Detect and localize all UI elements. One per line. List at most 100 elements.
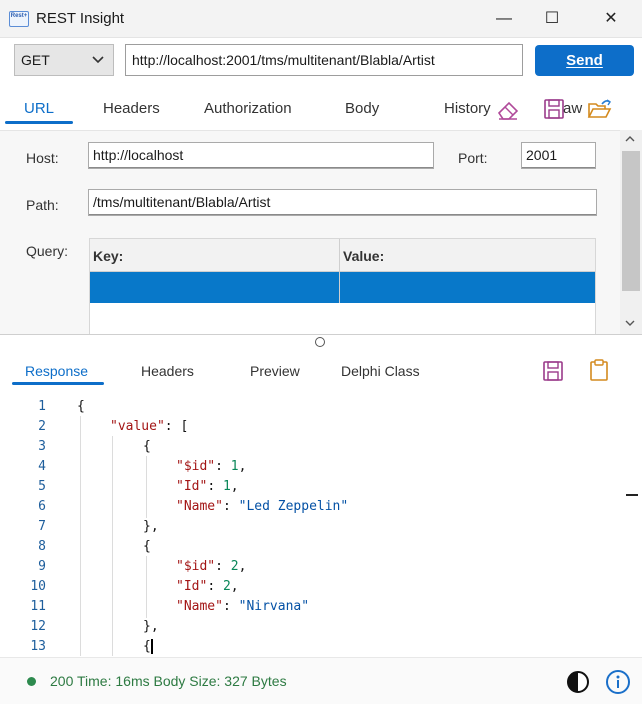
tab-body[interactable]: Body xyxy=(345,100,380,117)
status-bar: 200 Time: 16ms Body Size: 327 Bytes xyxy=(0,657,642,704)
code-token: 2 xyxy=(222,579,231,594)
tab-history[interactable]: History xyxy=(444,100,491,117)
indent-guide xyxy=(80,416,81,656)
window-title: REST Insight xyxy=(36,10,125,27)
send-button[interactable]: Send xyxy=(535,45,634,76)
tab-raw[interactable]: aw xyxy=(563,100,583,117)
text-caret xyxy=(151,639,153,654)
code-token: 1 xyxy=(230,459,239,474)
port-input[interactable]: 2001 xyxy=(521,142,596,169)
code-line: { xyxy=(143,439,151,454)
query-table-row[interactable] xyxy=(90,272,595,303)
query-table[interactable]: Key: Value: xyxy=(89,238,596,338)
code-line: }, xyxy=(143,519,159,534)
host-label: Host: xyxy=(26,150,59,166)
panel-splitter[interactable] xyxy=(0,334,642,348)
query-key-header: Key: xyxy=(93,248,124,264)
active-tab-indicator xyxy=(5,121,73,124)
line-number: 9 xyxy=(38,559,46,574)
editor-minimap-marker xyxy=(626,494,638,496)
url-input[interactable] xyxy=(125,44,523,76)
folder-open-icon[interactable] xyxy=(587,98,613,120)
line-number: 1 xyxy=(38,399,46,414)
scrollbar-thumb[interactable] xyxy=(622,151,640,291)
code-token: { xyxy=(143,639,151,654)
code-token: [ xyxy=(180,419,189,434)
line-number: 12 xyxy=(30,619,46,634)
host-input[interactable]: http://localhost xyxy=(88,142,434,169)
tab-authorization[interactable]: Authorization xyxy=(204,100,292,117)
code-token: { xyxy=(143,439,151,454)
code-token: "Led Zeppelin" xyxy=(238,499,349,514)
line-number: 8 xyxy=(38,539,46,554)
code-token: "$id" xyxy=(176,559,216,574)
close-button[interactable]: ✕ xyxy=(588,0,634,38)
send-label: Send xyxy=(566,52,603,69)
line-number: 7 xyxy=(38,519,46,534)
indent-guide xyxy=(112,436,113,656)
status-text: 200 Time: 16ms Body Size: 327 Bytes xyxy=(50,673,287,689)
response-editor[interactable]: 1 2 3 4 5 6 7 8 9 10 11 12 13 { "value":… xyxy=(0,394,642,656)
code-token: { xyxy=(77,399,85,414)
scroll-down-icon[interactable] xyxy=(624,318,636,328)
line-number: 5 xyxy=(38,479,46,494)
code-token: }, xyxy=(143,619,159,634)
splitter-grip-icon[interactable] xyxy=(315,337,325,347)
code-line: { xyxy=(77,399,85,414)
indent-guide xyxy=(146,456,147,518)
tab-delphi-class[interactable]: Delphi Class xyxy=(341,363,420,379)
tab-headers[interactable]: Headers xyxy=(103,100,160,117)
code-line: "$id": 2, xyxy=(176,559,247,574)
line-number: 11 xyxy=(30,599,46,614)
code-line: "Name": "Led Zeppelin" xyxy=(176,499,349,514)
code-line: { xyxy=(143,539,151,554)
active-response-tab-indicator xyxy=(12,382,104,385)
save-icon[interactable] xyxy=(542,360,564,382)
code-line: "Name": "Nirvana" xyxy=(176,599,310,614)
code-token: { xyxy=(143,539,151,554)
clipboard-icon[interactable] xyxy=(588,358,610,382)
minimize-button[interactable]: — xyxy=(481,0,527,38)
code-line: { xyxy=(143,639,151,654)
code-token: "Name" xyxy=(176,599,223,614)
code-line: "Id": 1, xyxy=(176,479,239,494)
tab-url[interactable]: URL xyxy=(24,100,55,117)
path-input[interactable]: /tms/multitenant/Blabla/Artist xyxy=(88,189,597,216)
app-logo-text: Rest+ xyxy=(10,13,28,19)
query-value-header: Value: xyxy=(343,248,385,264)
tab-response[interactable]: Response xyxy=(25,363,89,379)
title-bar: Rest+ REST Insight — ☐ ✕ xyxy=(0,0,642,38)
tab-preview[interactable]: Preview xyxy=(250,363,300,379)
line-number: 13 xyxy=(30,639,46,654)
query-table-header: Key: Value: xyxy=(90,239,595,272)
method-value: GET xyxy=(21,52,50,68)
chevron-down-icon xyxy=(92,56,104,64)
save-icon[interactable] xyxy=(543,98,565,120)
eraser-icon[interactable] xyxy=(496,99,520,121)
minimize-icon: — xyxy=(496,10,512,27)
code-token: 1 xyxy=(222,479,231,494)
code-token: "Id" xyxy=(176,579,208,594)
line-number: 3 xyxy=(38,439,46,454)
code-token: "value" xyxy=(110,419,165,434)
code-line: }, xyxy=(143,619,159,634)
code-line: "value": [ xyxy=(110,419,189,434)
maximize-button[interactable]: ☐ xyxy=(529,0,575,38)
code-line: "$id": 1, xyxy=(176,459,247,474)
tab-response-headers[interactable]: Headers xyxy=(141,363,194,379)
app-logo-icon: Rest+ xyxy=(9,11,29,27)
line-number: 10 xyxy=(30,579,46,594)
close-icon: ✕ xyxy=(604,10,618,27)
status-indicator-icon xyxy=(27,677,36,686)
contrast-icon[interactable] xyxy=(566,670,590,694)
info-icon[interactable] xyxy=(605,669,631,695)
path-label: Path: xyxy=(26,197,59,213)
indent-guide xyxy=(146,556,147,618)
code-token: 2 xyxy=(230,559,239,574)
line-number: 6 xyxy=(38,499,46,514)
code-token: "Id" xyxy=(176,479,208,494)
code-token: "Nirvana" xyxy=(238,599,310,614)
method-select[interactable]: GET xyxy=(14,44,114,76)
scroll-up-icon[interactable] xyxy=(624,134,636,144)
code-token: "$id" xyxy=(176,459,216,474)
